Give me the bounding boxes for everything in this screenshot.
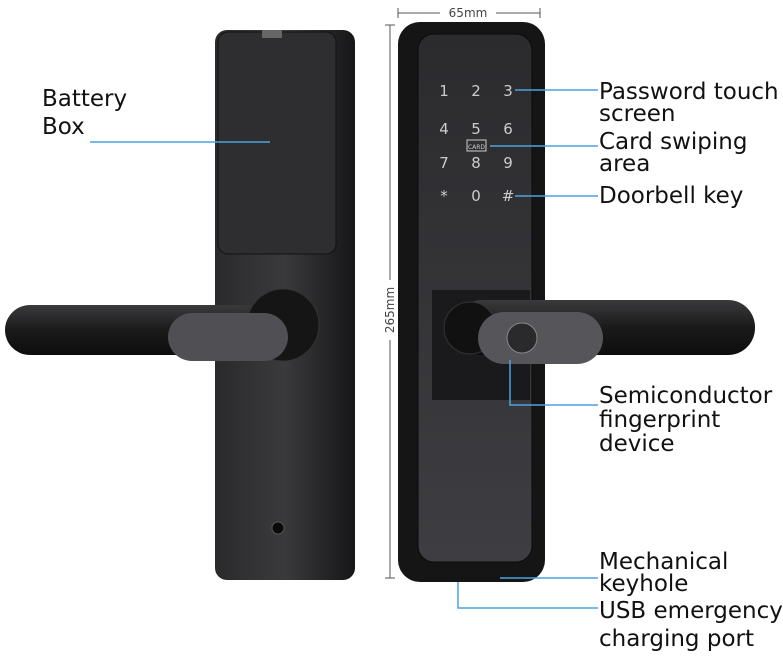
key-2: 2 — [471, 82, 481, 100]
key-6: 6 — [503, 120, 513, 138]
label-doorbell: Doorbell key — [599, 183, 744, 209]
battery-box — [217, 31, 337, 255]
key-8: 8 — [471, 154, 481, 172]
callout-lines — [90, 89, 598, 609]
height-dimension: 265mm — [383, 287, 397, 333]
fingerprint-grip — [478, 312, 603, 364]
back-lock — [5, 30, 355, 580]
key-0: 0 — [471, 187, 481, 205]
card-icon — [466, 139, 487, 152]
key-1: 1 — [439, 82, 449, 100]
key-5: 5 — [471, 120, 481, 138]
back-handle-grip — [168, 313, 288, 361]
width-dimension: 65mm — [449, 6, 488, 20]
key-7: 7 — [439, 154, 449, 172]
front-lock: CARD 1 2 3 4 5 6 7 8 9 * 0 # — [398, 22, 755, 582]
key-hash: # — [502, 187, 515, 205]
battery-latch — [262, 30, 282, 38]
svg-text:CARD: CARD — [468, 144, 485, 151]
key-star: * — [440, 187, 448, 205]
key-9: 9 — [503, 154, 513, 172]
back-keyhole-icon — [271, 521, 285, 535]
key-3: 3 — [503, 82, 513, 100]
fingerprint-sensor-icon — [506, 322, 538, 354]
key-4: 4 — [439, 120, 449, 138]
